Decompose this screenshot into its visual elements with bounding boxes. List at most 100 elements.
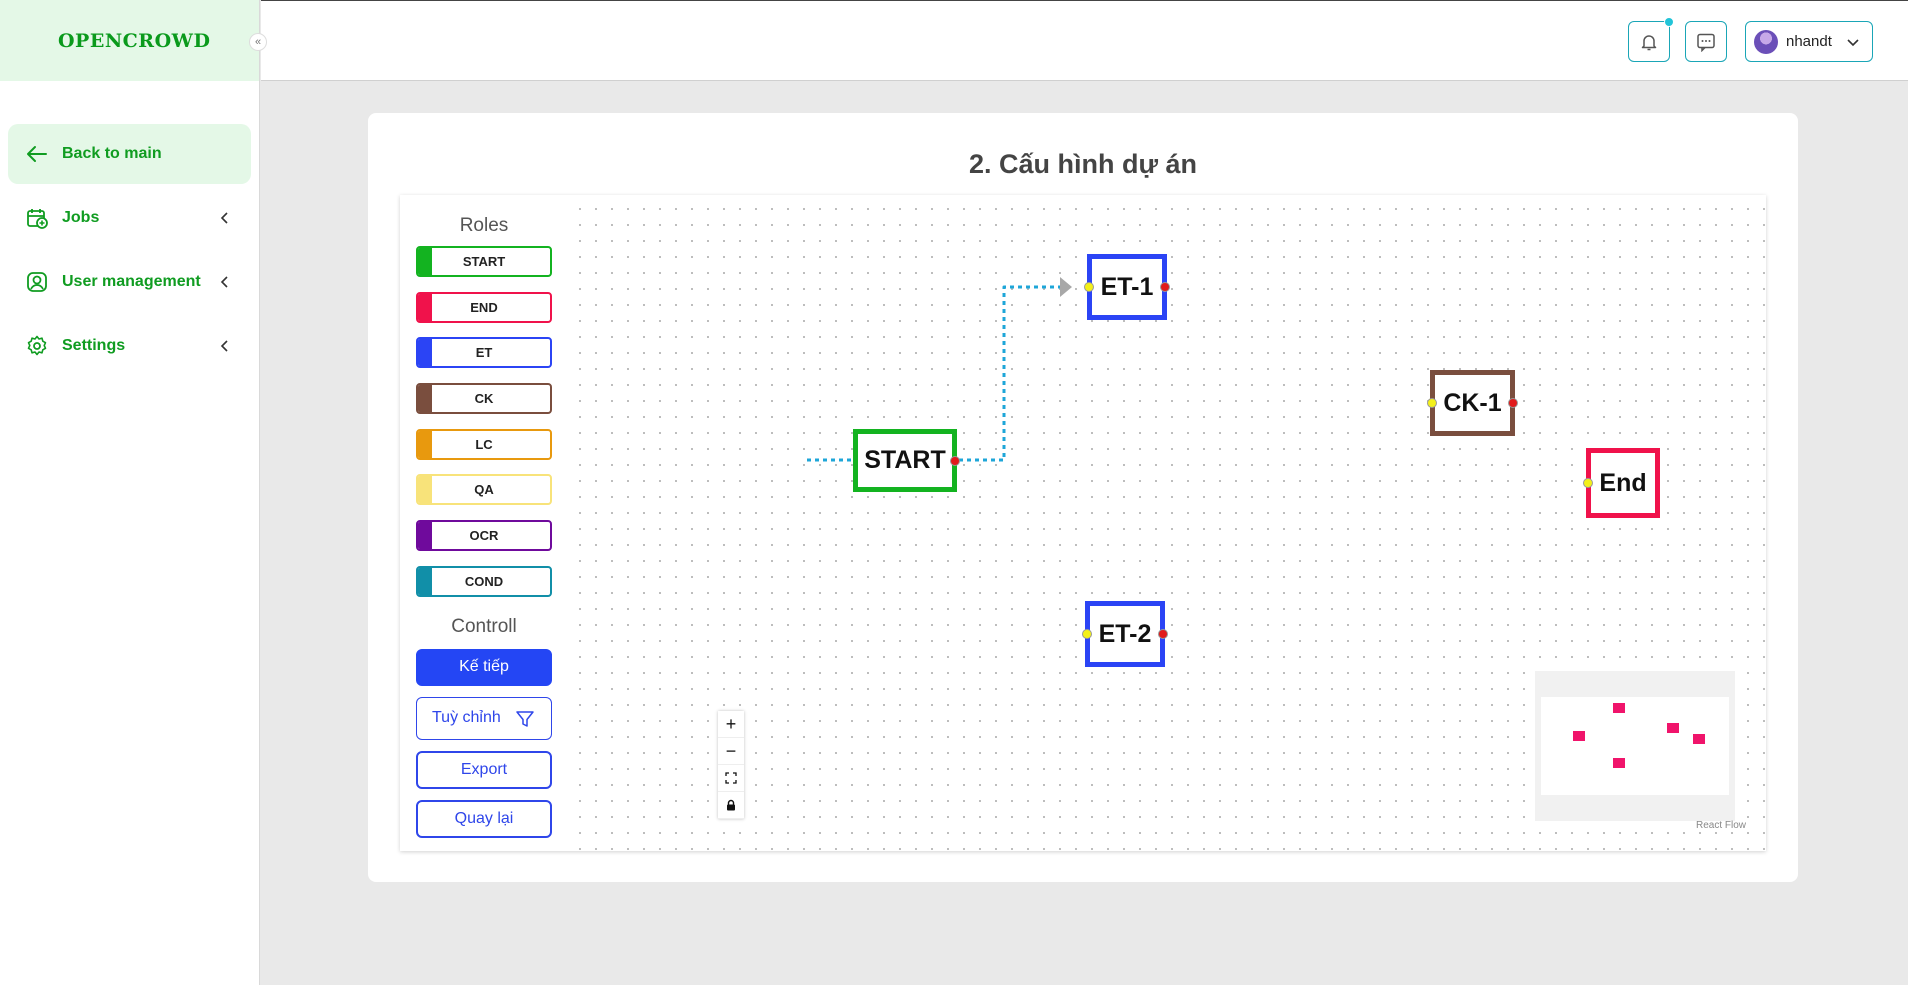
minimap-node (1613, 703, 1625, 713)
role-color-swatch (418, 430, 432, 458)
filter-icon (516, 711, 534, 727)
flow-node-start[interactable]: START (853, 429, 960, 492)
chevron-left-icon (220, 276, 228, 288)
node-label: End (1599, 468, 1647, 497)
role-chip-lc[interactable]: LC (416, 428, 552, 460)
minimap[interactable] (1535, 671, 1735, 821)
sidebar-item-label: Jobs (62, 209, 100, 226)
node-label: CK-1 (1443, 388, 1502, 417)
sidebar-item-label: Back to main (62, 145, 162, 162)
customize-button[interactable]: Tuỳ chỉnh (416, 696, 552, 740)
zoom-out-button[interactable]: − (718, 738, 744, 765)
roles-column: Roles START END ET CK LC (416, 195, 552, 849)
gear-icon (26, 335, 48, 357)
sidebar-nav: Back to main Jobs User management Settin… (0, 81, 259, 376)
sidebar-collapse-button[interactable]: « (249, 33, 267, 51)
minimap-node (1613, 758, 1625, 768)
node-output-handle[interactable] (950, 455, 960, 466)
react-flow-attribution[interactable]: React Flow (1695, 820, 1746, 831)
role-chip-cond[interactable]: COND (416, 565, 552, 597)
role-chip-start[interactable]: START (416, 246, 552, 277)
notification-dot (1664, 17, 1674, 27)
minimap-node (1667, 723, 1679, 733)
node-output-handle[interactable] (1160, 282, 1170, 292)
export-button[interactable]: Export (416, 750, 552, 789)
role-color-swatch (418, 567, 432, 595)
chevron-left-icon (220, 212, 228, 224)
role-label: LC (475, 436, 493, 452)
node-output-handle[interactable] (1508, 398, 1518, 408)
role-color-swatch (418, 248, 432, 275)
sidebar-item-settings[interactable]: Settings (8, 316, 251, 376)
fit-view-button[interactable] (718, 765, 744, 792)
role-chip-ck[interactable]: CK (416, 383, 552, 415)
logo[interactable]: OPENCROWD (58, 29, 211, 52)
user-menu-button[interactable]: nhandt (1745, 21, 1873, 62)
role-label: END (470, 299, 498, 315)
user-name: nhandt (1786, 33, 1832, 50)
notification-button[interactable] (1628, 17, 1674, 62)
role-label: COND (464, 573, 504, 589)
role-color-swatch (418, 293, 432, 321)
chat-icon (1697, 33, 1715, 52)
role-label: CK (474, 391, 494, 407)
sidebar-item-label: Settings (62, 337, 126, 354)
role-chip-qa[interactable]: QA (416, 474, 552, 506)
role-color-swatch (418, 385, 432, 413)
flow-node-end[interactable]: End (1583, 448, 1660, 518)
flow-node-et2[interactable]: ET-2 (1082, 601, 1168, 667)
roles-heading: Roles (459, 215, 509, 236)
sidebar-item-user-management[interactable]: User management (8, 252, 251, 312)
chevron-down-icon (1847, 39, 1859, 47)
role-chip-ocr[interactable]: OCR (416, 520, 552, 552)
sidebar: OPENCROWD « Back to main Jobs User manag… (0, 0, 267, 985)
node-input-handle[interactable] (1427, 398, 1437, 408)
role-label: START (462, 254, 506, 269)
minimap-node (1573, 731, 1585, 741)
controls-heading: Controll (451, 615, 517, 637)
role-label: QA (474, 482, 494, 498)
workflow-panel: Roles START END ET CK LC (400, 195, 1766, 851)
role-chip-et[interactable]: ET (416, 337, 552, 369)
sidebar-item-back-to-main[interactable]: Back to main (8, 124, 251, 184)
arrow-left-icon (26, 143, 48, 165)
avatar (1754, 29, 1778, 54)
logo-bar: OPENCROWD (0, 0, 259, 81)
top-header: nhandt (261, 0, 1908, 81)
lock-icon (727, 799, 735, 811)
project-config-card: 2. Cấu hình dự án Roles START END ET CK (368, 113, 1798, 882)
minimap-node (1693, 734, 1705, 744)
customize-label: Tuỳ chỉnh (432, 709, 501, 727)
role-color-swatch (418, 476, 432, 504)
flow-node-ck1[interactable]: CK-1 (1427, 370, 1518, 436)
back-button[interactable]: Quay lại (416, 799, 552, 838)
chevron-left-icon (220, 340, 228, 352)
node-input-handle[interactable] (1583, 478, 1593, 488)
node-label: ET-1 (1100, 272, 1154, 301)
role-label: OCR (469, 528, 499, 544)
role-color-swatch (418, 522, 432, 550)
lock-button[interactable] (718, 792, 744, 819)
user-circle-icon (26, 271, 48, 293)
sidebar-item-jobs[interactable]: Jobs (8, 188, 251, 248)
edge-arrowhead (1060, 277, 1072, 297)
role-color-swatch (418, 339, 432, 367)
bell-icon (1641, 34, 1657, 50)
node-label: ET-2 (1098, 619, 1152, 648)
minimap-viewport[interactable] (1541, 697, 1729, 795)
node-label: START (864, 446, 946, 474)
calendar-plus-icon (26, 207, 48, 229)
role-chip-end[interactable]: END (416, 291, 552, 323)
messages-button[interactable] (1685, 21, 1727, 62)
next-button[interactable]: Kế tiếp (416, 648, 552, 686)
fit-view-icon (725, 772, 737, 784)
flow-canvas[interactable]: START ET-1 CK-1 End ET-2 (568, 195, 1766, 851)
sidebar-item-label: User management (62, 273, 201, 290)
node-input-handle[interactable] (1082, 629, 1092, 639)
zoom-in-button[interactable]: + (718, 711, 744, 738)
node-output-handle[interactable] (1158, 629, 1168, 639)
node-input-handle[interactable] (1084, 282, 1094, 292)
zoom-controls: + − (718, 711, 744, 819)
flow-node-et1[interactable]: ET-1 (1084, 254, 1170, 320)
page-title: 2. Cấu hình dự án (968, 149, 1198, 179)
